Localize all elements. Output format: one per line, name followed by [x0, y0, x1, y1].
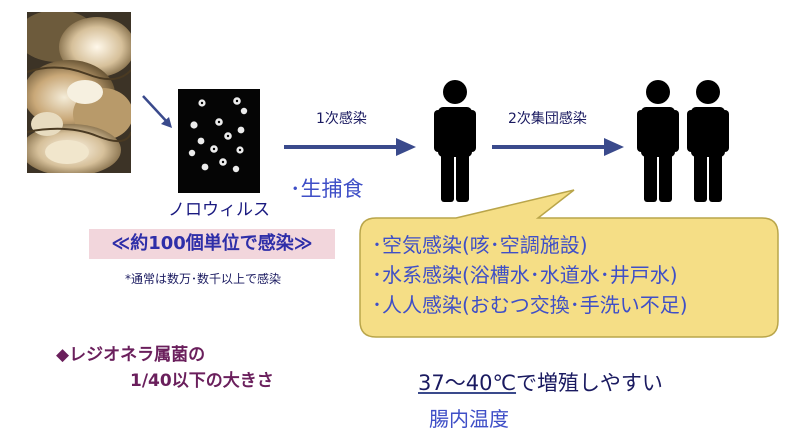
raw-eating-label: ･生捕食: [290, 177, 364, 201]
legionella-size-text: 1/40以下の大きさ: [130, 371, 274, 391]
norovirus-label: ノロウィルス: [168, 200, 270, 220]
first-infection-arrow-icon: [284, 138, 416, 156]
route-water: ･水系感染(浴槽水･水道水･井戸水): [372, 263, 678, 287]
route-air: ･空気感染(咳･空調施設): [372, 233, 588, 257]
temperature-line: 37～40℃で増殖しやすい: [418, 367, 663, 397]
intestinal-temperature-label: 腸内温度: [429, 407, 509, 431]
infection-unit-badge: ≪約100個単位で感染≫: [89, 229, 335, 259]
person-icon: [434, 80, 476, 202]
first-infection-label: 1次感染: [316, 111, 367, 127]
oyster-photo: [27, 12, 131, 173]
footnote-text: *通常は数万･数千以上で感染: [125, 272, 282, 286]
diagonal-arrow-icon: [142, 95, 172, 128]
second-infection-arrow-icon: [492, 138, 624, 156]
infection-routes-list: ･空気感染(咳･空調施設) ･水系感染(浴槽水･水道水･井戸水) ･人人感染(お…: [372, 230, 688, 320]
legionella-heading: ◆レジオネラ属菌の: [56, 345, 206, 365]
norovirus-micrograph: [178, 89, 260, 193]
route-person: ･人人感染(おむつ交換･手洗い不足): [372, 293, 688, 317]
second-infection-label: 2次集団感染: [508, 111, 587, 127]
group-people-icon: [637, 80, 729, 202]
infection-routes-bubble: [359, 189, 779, 338]
temperature-growth-text: で増殖しやすい: [516, 371, 663, 395]
temperature-range: 37～40℃: [418, 371, 517, 395]
